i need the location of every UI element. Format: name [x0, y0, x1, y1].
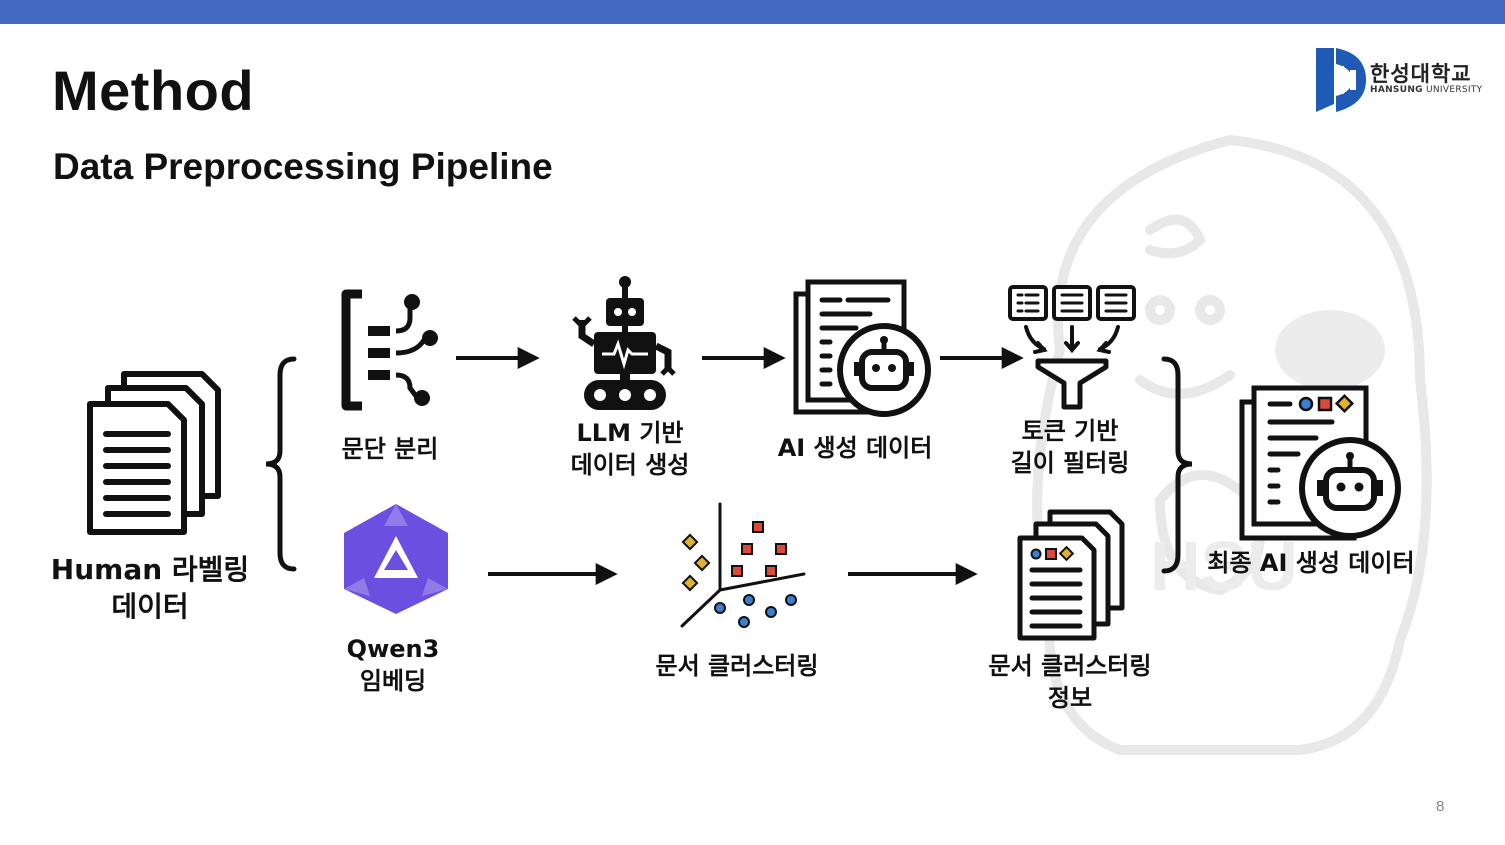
left-brace-icon [265, 356, 297, 572]
final-output-label: 최종 AI 생성 데이터 [1207, 549, 1415, 577]
qwen-embedding-label: Qwen3 임베딩 [346, 635, 440, 695]
logo-korean-text: 한성대학교 [1370, 62, 1472, 86]
final-ai-data-icon [1239, 385, 1401, 541]
doc-clustering-label: 문서 클러스터링 [655, 652, 819, 680]
token-filter-funnel-icon [1008, 285, 1136, 410]
page-title: Method [52, 59, 255, 122]
token-filter-label: 토큰 기반 길이 필터링 [1010, 417, 1130, 477]
right-brace-icon [1161, 356, 1193, 574]
llm-generation-label: LLM 기반 데이터 생성 [570, 419, 690, 479]
page-subtitle: Data Preprocessing Pipeline [53, 146, 553, 187]
cluster-info-documents-icon [1017, 509, 1125, 641]
university-logo: 한성대학교 HANSUNG UNIVERSITY [1314, 46, 1486, 116]
stacked-documents-icon [87, 371, 221, 535]
robot-icon [572, 276, 676, 410]
logo-english-text: HANSUNG UNIVERSITY [1370, 85, 1483, 95]
top-accent-bar [0, 0, 1505, 24]
ai-generated-data-label: AI 생성 데이터 [777, 434, 933, 462]
paragraph-split-icon [341, 289, 438, 411]
hansung-emblem-icon [1316, 48, 1366, 112]
qwen-logo-icon [344, 504, 448, 614]
page-number: 8 [1436, 798, 1445, 815]
cluster-info-label: 문서 클러스터링 정보 [988, 652, 1152, 712]
paragraph-split-label: 문단 분리 [341, 435, 439, 463]
clustering-scatter-icon [680, 502, 806, 628]
input-data-label: Human 라벨링 데이터 [50, 553, 250, 623]
ai-generated-document-icon [793, 279, 931, 417]
